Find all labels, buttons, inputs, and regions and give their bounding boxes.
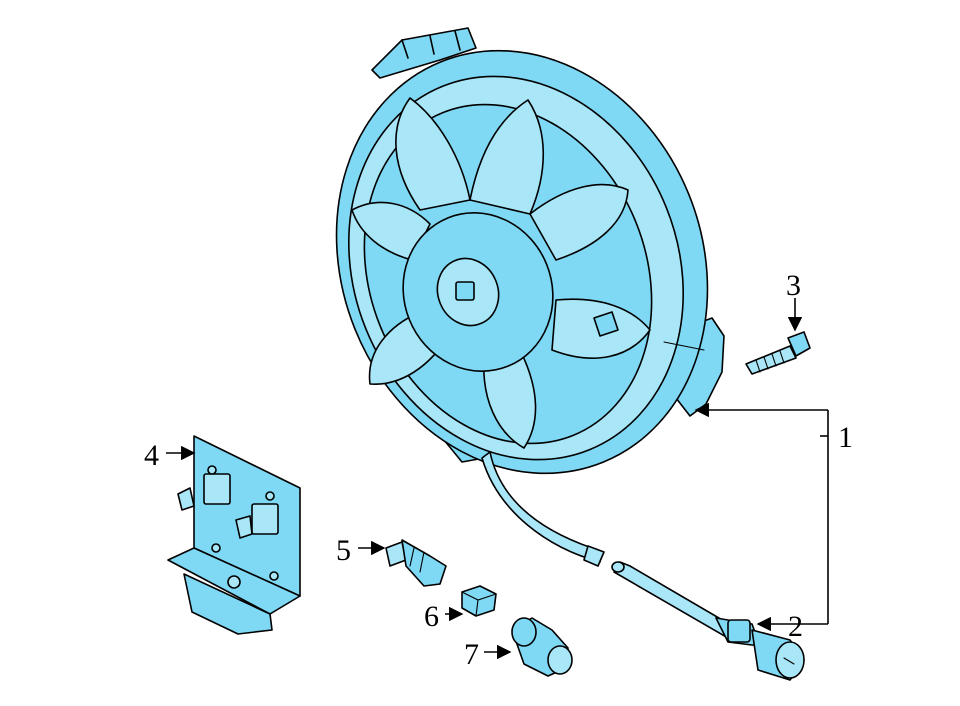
callout-2: 2: [788, 610, 803, 643]
temperature-switch[interactable]: [385, 539, 447, 587]
mounting-bolt[interactable]: [745, 331, 811, 375]
callout-1: 1: [838, 421, 853, 454]
connector-plug[interactable]: [511, 617, 573, 677]
callout-7: 7: [464, 638, 479, 671]
control-module[interactable]: [167, 435, 301, 635]
callout-6: 6: [424, 600, 439, 633]
clip[interactable]: [461, 585, 497, 617]
callout-4: 4: [144, 439, 159, 472]
callout-5: 5: [336, 534, 351, 567]
temperature-sensor-lead[interactable]: [611, 561, 805, 681]
callout-3: 3: [786, 269, 801, 302]
fan-assembly[interactable]: [274, 0, 770, 567]
leader-lines: [166, 298, 829, 660]
